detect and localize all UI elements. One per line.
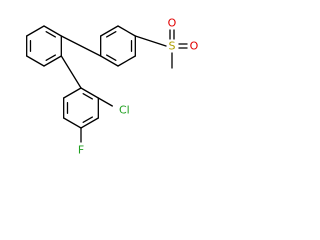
oxygen-atom-label: O bbox=[168, 17, 177, 30]
biaryl-bond-lower bbox=[60, 55, 82, 89]
ring-chlorofluorophenyl-bond bbox=[63, 117, 82, 129]
ring-central-bond bbox=[26, 25, 45, 37]
ring-chlorofluorophenyl-bond bbox=[80, 87, 99, 99]
biaryl-bond-upper bbox=[60, 35, 102, 57]
ring-central-bond bbox=[43, 25, 62, 37]
fluorine-atom-label: F bbox=[78, 144, 84, 157]
ring-central-bond bbox=[43, 55, 62, 67]
ring-sulfonylphenyl-bond bbox=[117, 25, 136, 37]
chlorine-atom-label: Cl bbox=[119, 104, 130, 117]
ring-sulfonylphenyl-double-bond bbox=[106, 54, 117, 62]
ring-sulfonylphenyl-bond bbox=[100, 25, 119, 37]
ring-chlorofluorophenyl-bond bbox=[63, 87, 82, 99]
sulfur-atom-label: S bbox=[169, 40, 176, 53]
ring-central-double-bond bbox=[45, 30, 56, 38]
bond-c-cl bbox=[97, 97, 113, 107]
bond-aryl-sulfur bbox=[134, 35, 167, 47]
ring-sulfonylphenyl-bond bbox=[100, 55, 119, 67]
ring-central-bond bbox=[26, 55, 45, 67]
ring-chlorofluorophenyl-double-bond bbox=[82, 92, 93, 100]
ring-sulfonylphenyl-double-bond bbox=[106, 30, 117, 38]
ring-chlorofluorophenyl-double-bond bbox=[82, 116, 93, 124]
oxygen-atom-label: O bbox=[190, 40, 199, 53]
ring-sulfonylphenyl-bond bbox=[117, 55, 136, 67]
ring-chlorofluorophenyl-bond bbox=[80, 117, 99, 129]
ring-central-double-bond bbox=[45, 54, 56, 62]
